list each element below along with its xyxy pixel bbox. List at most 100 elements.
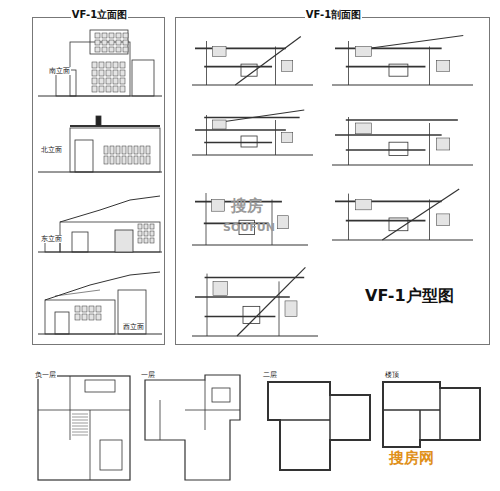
drawing-line [192,154,313,155]
drawing-rect [213,281,227,295]
drawing-rect [116,47,121,52]
drawing-line [205,277,305,279]
drawing-rect [128,146,132,154]
drawing-label: 楼顶 [384,371,400,379]
drawing-rect [100,440,122,470]
drawing-rect [109,33,114,38]
drawing-line [205,380,206,430]
drawing-rect [82,306,87,312]
drawing-rect [134,146,138,154]
drawing-line [160,400,161,440]
drawing-rect [118,290,146,334]
watermark: 搜房网 [388,449,435,467]
drawing-rect [355,123,371,134]
drawing-rect [113,86,118,92]
drawing-line [205,316,276,318]
drawing-rect [122,156,126,164]
drawing-rect [113,78,118,84]
drawing-line [346,220,426,222]
drawing-line [329,395,331,440]
drawing-rect [285,301,297,317]
drawing-rect [120,62,125,68]
label-wrap: 搜房 [230,196,264,217]
drawing-rect [70,128,160,172]
drawing-line [268,382,370,470]
drawing-rect [106,70,111,76]
label-wrap: 二层 [262,362,278,381]
drawing-rect [138,224,142,229]
drawing-rect [120,70,125,76]
drawing-rect [89,306,94,312]
drawing-rect [92,62,97,68]
drawing-line [382,189,459,240]
drawing-rect [436,214,450,226]
drawing-rect [70,42,130,96]
drawing-line [72,423,88,424]
drawing-line [348,117,349,165]
label-wrap: 西立面 [122,314,145,333]
drawing-rect [102,40,107,45]
drawing-rect [140,146,144,154]
drawing-rect [389,218,408,231]
drawing-line [419,410,421,440]
drawing-line [145,375,240,480]
watermark: SOUFUN [222,221,276,234]
panel-heading: VF-1剖面图 [305,9,362,20]
heading-wrap: VF-1户型图 [364,286,455,307]
drawing-rect [115,230,133,252]
drawing-rect [144,238,148,243]
drawing-line [348,41,349,85]
drawing-rect [95,40,100,45]
drawing-line [70,125,160,127]
drawing-rect [140,156,144,164]
drawing-rect [96,116,101,126]
drawing-rect [99,70,104,76]
drawing-rect [110,156,114,164]
drawing-rect [123,47,128,52]
drawing-rect [389,64,408,76]
drawing-rect [96,306,101,312]
drawing-line [383,382,480,447]
drawing-rect [75,314,80,320]
drawing-line [383,409,440,411]
drawing-rect [95,33,100,38]
drawing-rect [113,70,118,76]
drawing-line [204,66,272,68]
drawing-line [206,193,207,245]
drawing-line [439,388,441,440]
label-wrap: 搜房网 [388,448,435,468]
drawing-label: 西立面 [122,323,145,331]
drawing-line [429,47,430,86]
drawing-line [72,429,88,430]
drawing-line [185,410,240,411]
drawing-line [332,239,473,240]
drawing-label: 二层 [262,371,278,379]
drawing-line [38,410,130,411]
drawing-rect [134,156,138,164]
drawing-line [195,48,286,50]
drawing-line [362,36,463,50]
drawing-rect [355,47,371,57]
drawing-rect [122,146,126,154]
drawing-line [60,196,160,222]
label-wrap: 南立面 [48,58,71,77]
drawing-rect [146,146,150,154]
drawing-rect [95,47,100,52]
drawing-rect [45,300,115,334]
drawing-rect [123,40,128,45]
drawing-rect [99,62,104,68]
drawing-rect [120,86,125,92]
drawing-rect [212,200,225,212]
drawing-rect [89,314,94,320]
drawing-rect [436,138,450,150]
label-wrap: 负一层 [34,362,57,381]
watermark: 搜房 [230,196,264,215]
drawing-line [70,376,71,440]
drawing-rect [116,156,120,164]
drawing-rect [128,156,132,164]
drawing-rect [102,47,107,52]
drawing-line [335,134,442,136]
drawing-rect [355,199,371,209]
drawing-line [204,142,272,144]
heading-wrap: VF-1立面图 [71,3,128,22]
